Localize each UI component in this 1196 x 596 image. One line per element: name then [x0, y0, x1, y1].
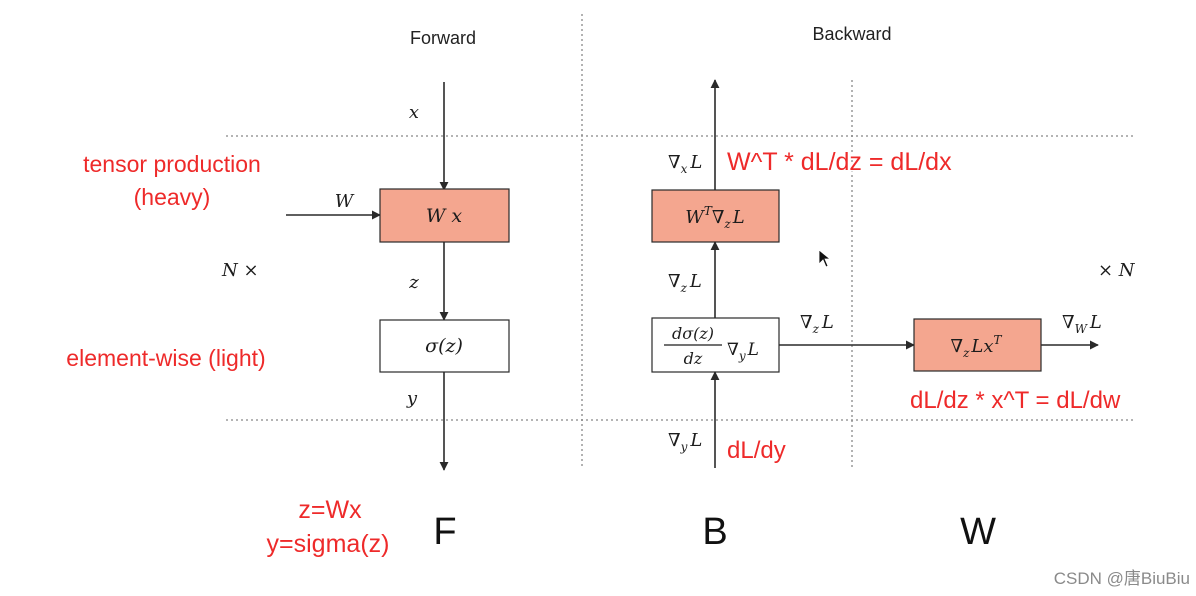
label-z: z: [408, 272, 419, 293]
label-y: y: [406, 388, 418, 409]
annotation-tensor-production: tensor production: [83, 151, 261, 177]
box-activation-grad-den: dz: [684, 349, 703, 368]
annotation-eq-dx: W^T * dL/dz = dL/dx: [727, 148, 952, 176]
annotation-def-z: z=Wx: [298, 496, 362, 524]
annotation-def-y: y=sigma(z): [267, 530, 390, 558]
box-weight-grad: [913, 318, 1042, 372]
label-B: B: [702, 511, 727, 553]
label-x: x: [409, 102, 419, 123]
annotation-element-wise: element-wise (light): [66, 345, 265, 371]
box-linear: [379, 188, 510, 243]
header-backward: Backward: [812, 24, 891, 44]
box-weight-transpose: [651, 189, 780, 243]
box-activation-label: σ(z): [425, 335, 463, 357]
label-W: W: [960, 511, 996, 553]
annotation-heavy: (heavy): [134, 184, 211, 210]
box-linear-label: W x: [426, 205, 463, 227]
label-W: W: [335, 191, 355, 212]
header-forward: Forward: [410, 28, 476, 48]
annotation-eq-dw: dL/dz * x^T = dL/dw: [910, 387, 1121, 414]
watermark: CSDN @唐BiuBiu: [1054, 568, 1190, 588]
box-activation: [379, 319, 510, 373]
repeat-right: × N: [1098, 260, 1136, 281]
mouse-cursor-icon: [818, 249, 832, 268]
box-activation-grad-num: dσ(z): [672, 324, 714, 343]
repeat-left: N ×: [221, 260, 259, 281]
label-F: F: [433, 511, 456, 553]
annotation-eq-dy: dL/dy: [727, 437, 786, 464]
